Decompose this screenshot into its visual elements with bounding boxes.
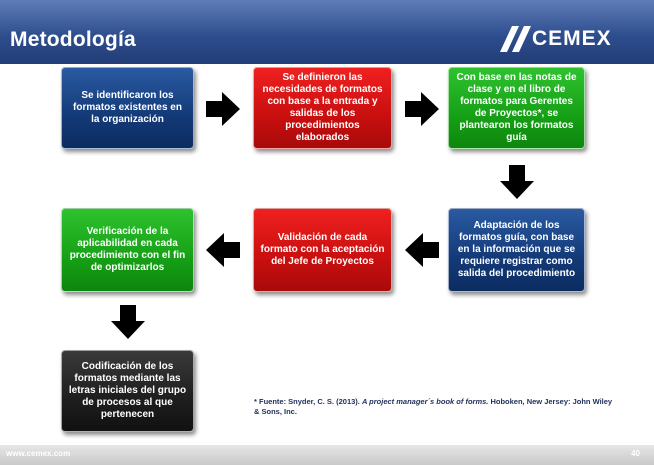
step-5-box: Validación de cada formato con la acepta… <box>253 208 392 292</box>
step-6-box: Verificación de la aplicabilidad en cada… <box>61 208 194 292</box>
cemex-logo-icon <box>500 26 531 52</box>
step-4-text: Adaptación de los formatos guía, con bas… <box>457 220 576 279</box>
step-1-box: Se identificaron los formatos existentes… <box>61 67 194 149</box>
arrow-left-icon <box>405 233 439 267</box>
step-7-box: Codificación de los formatos mediante la… <box>61 350 194 432</box>
arrow-right-icon <box>405 92 439 126</box>
footer-url: www.cemex.com <box>6 449 71 458</box>
slide-header: Metodología CEMEX <box>0 0 654 64</box>
cemex-logo: CEMEX <box>500 26 630 54</box>
slide-title: Metodología <box>10 28 136 51</box>
arrow-down-icon <box>500 165 534 199</box>
step-3-box: Con base en las notas de clase y en el l… <box>448 67 585 149</box>
arrow-left-icon <box>206 233 240 267</box>
step-1-text: Se identificaron los formatos existentes… <box>73 90 182 125</box>
step-2-box: Se definieron las necesidades de formato… <box>253 67 392 149</box>
step-5-text: Validación de cada formato con la acepta… <box>260 232 385 267</box>
source-footnote: * Fuente: Snyder, C. S. (2013). A projec… <box>254 397 614 417</box>
footnote-prefix: * Fuente: Snyder, C. S. (2013). <box>254 397 362 406</box>
footnote-book-title: A project manager´s book of forms. <box>361 397 489 406</box>
step-7-text: Codificación de los formatos mediante la… <box>68 361 187 420</box>
page-number: 40 <box>631 449 640 458</box>
slide-footer: www.cemex.com 40 <box>0 445 654 465</box>
cemex-logo-text: CEMEX <box>532 27 612 50</box>
step-2-text: Se definieron las necesidades de formato… <box>262 72 383 143</box>
arrow-down-icon <box>111 305 145 339</box>
footnote-suffix: Hoboken, New Jersey: John Wiley & Sons, … <box>254 397 613 416</box>
step-4-box: Adaptación de los formatos guía, con bas… <box>448 208 585 292</box>
step-3-text: Con base en las notas de clase y en el l… <box>456 72 577 143</box>
arrow-right-icon <box>206 92 240 126</box>
step-6-text: Verificación de la aplicabilidad en cada… <box>69 226 186 273</box>
